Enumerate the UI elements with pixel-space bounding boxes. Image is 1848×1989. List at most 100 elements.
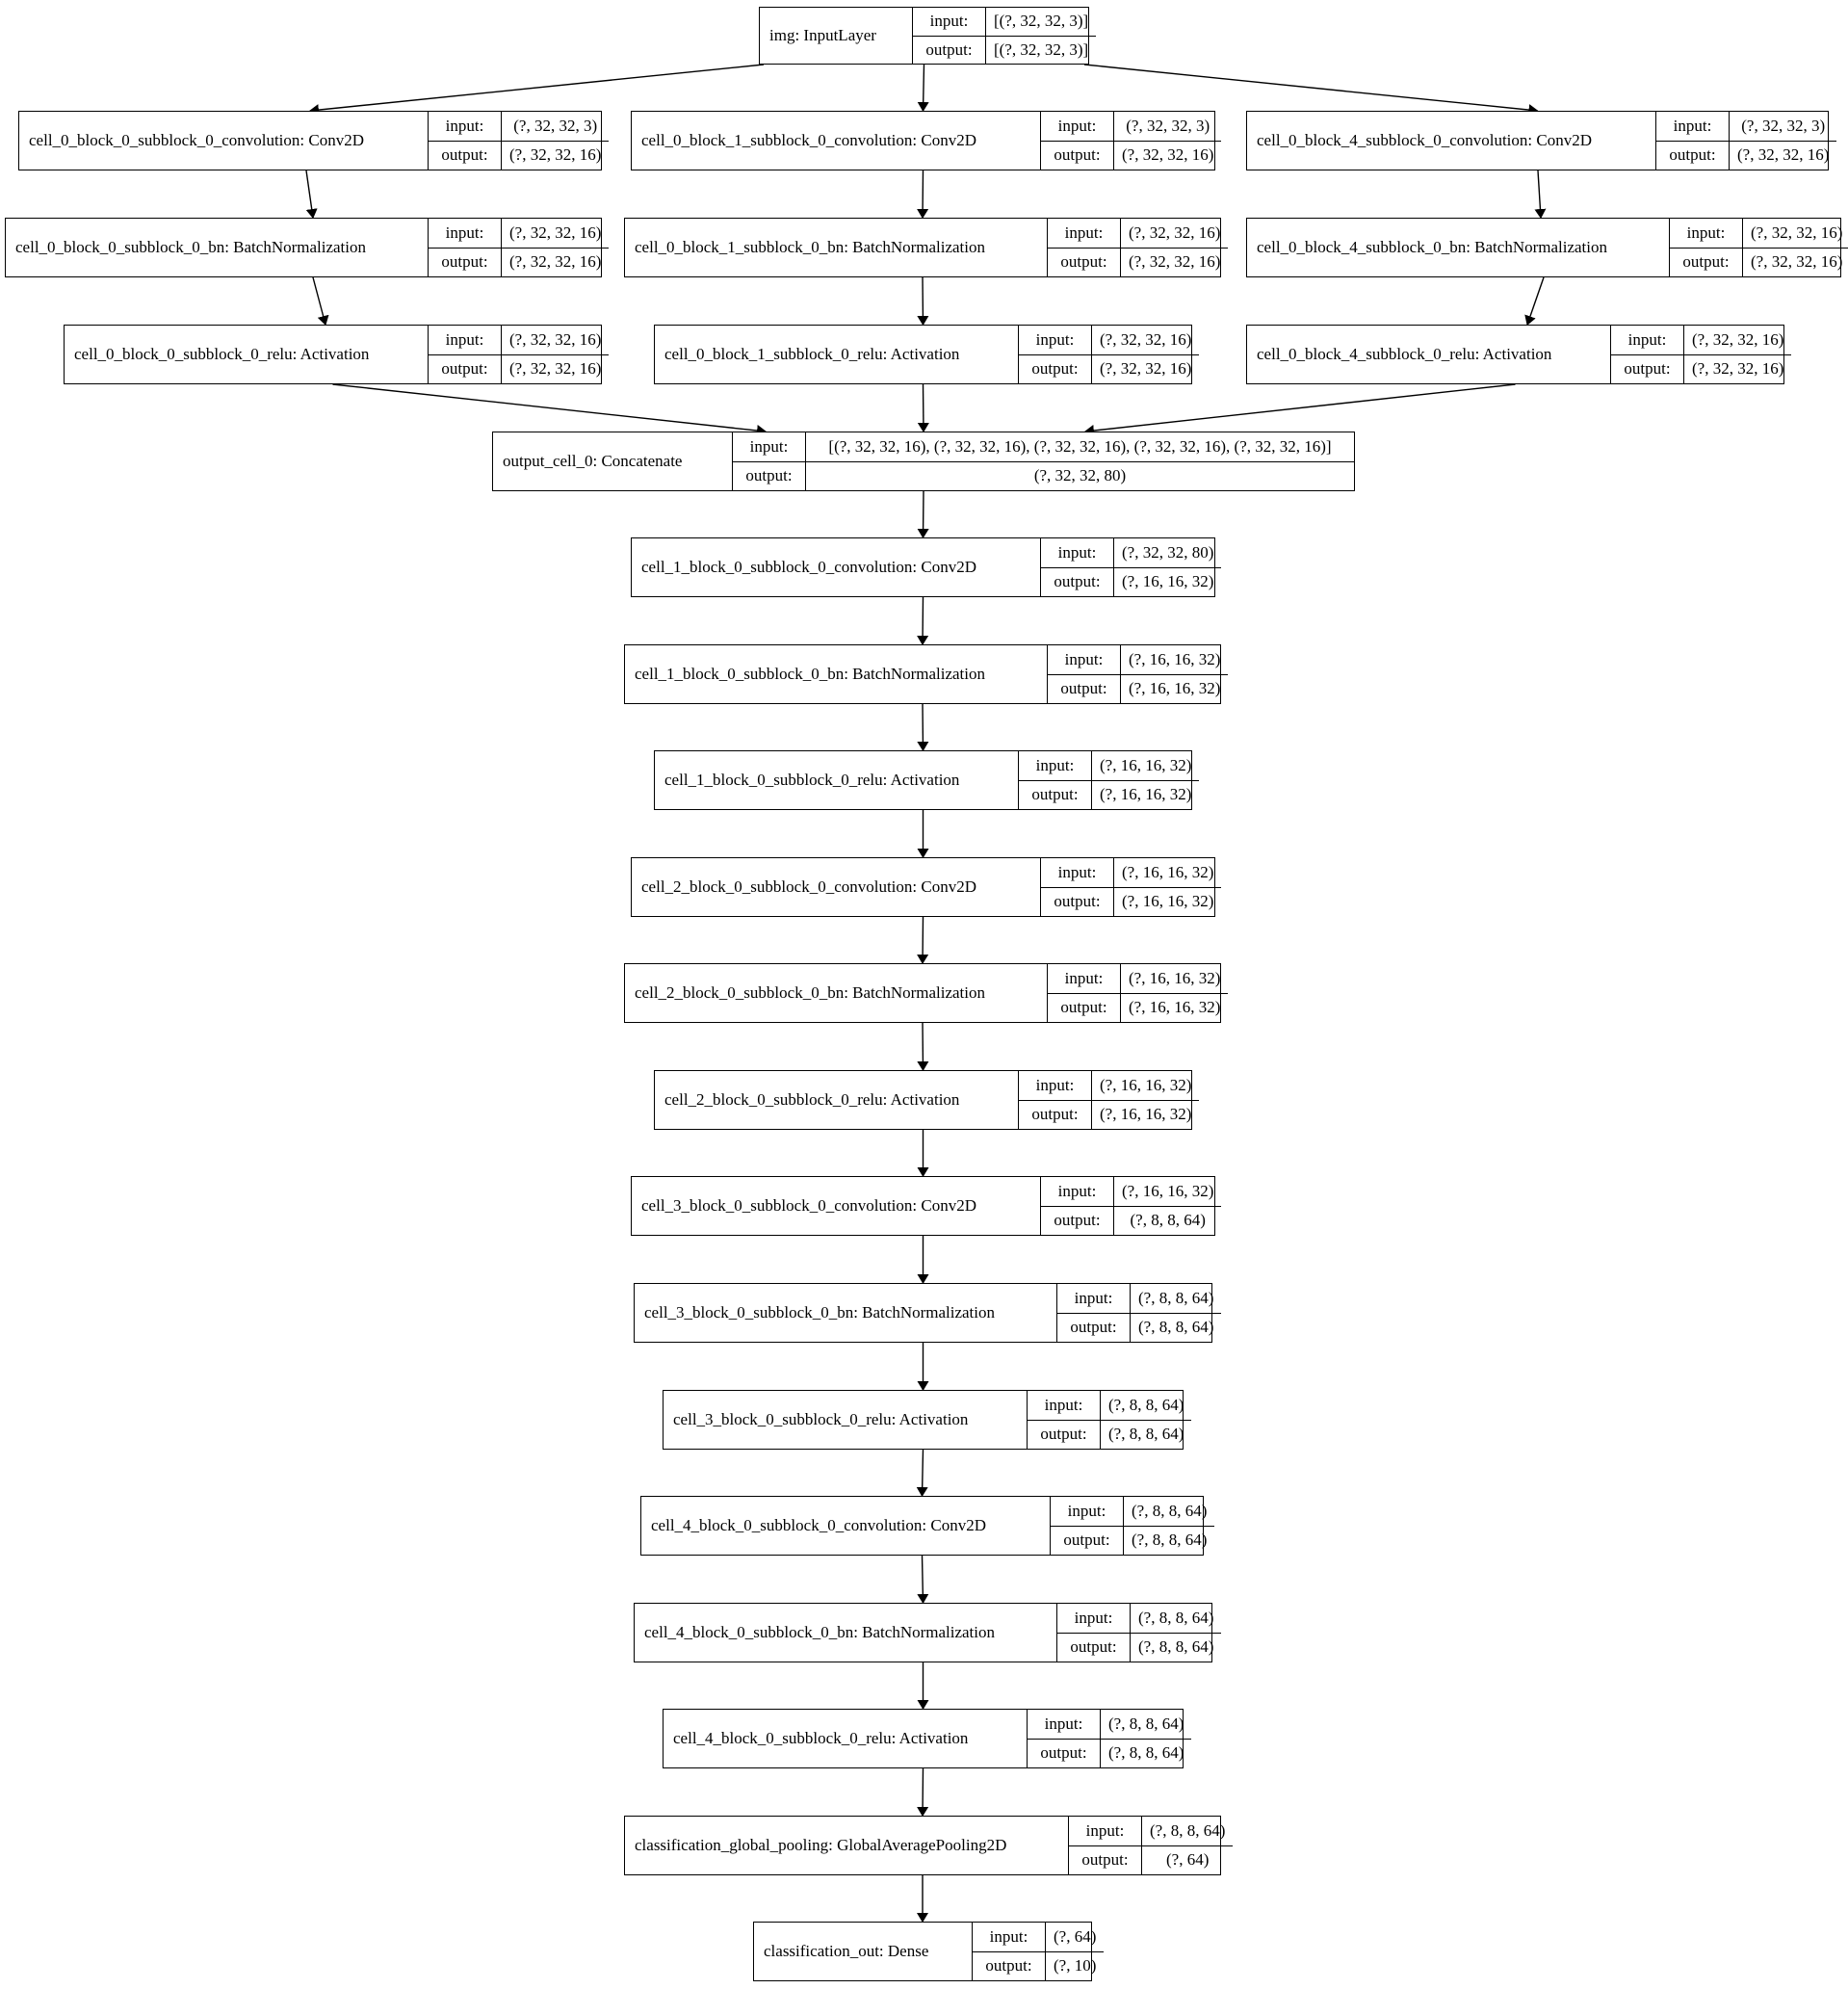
layer-node-c0b0conv: cell_0_block_0_subblock_0_convolution: C… [18,111,610,170]
output-label: output: [1670,247,1742,277]
edge-c3relu-to-c4conv [916,1449,928,1497]
layer-name: cell_0_block_0_subblock_0_convolution: C… [29,131,364,149]
output-label: output: [1019,353,1091,384]
output-label: output: [429,247,501,277]
layer-name: cell_0_block_0_subblock_0_bn: BatchNorma… [15,238,367,256]
output-shape: (?, 10) [1046,1950,1105,1981]
shape-values: (?, 32, 32, 80)(?, 16, 16, 32) [1113,538,1222,596]
layer-node-c1bn: cell_1_block_0_subblock_0_bn: BatchNorma… [624,644,1229,704]
port-labels: input:output: [428,112,501,170]
input-shape: (?, 32, 32, 80) [1122,542,1214,562]
layer-name: cell_0_block_1_subblock_0_convolution: C… [641,131,976,149]
input-label: input: [445,329,484,349]
input-shape: (?, 32, 32, 16) [1100,329,1192,349]
shape-values: (?, 32, 32, 16)(?, 32, 32, 16) [501,219,610,276]
port-labels: input:output: [732,432,805,490]
input-shape: (?, 32, 32, 16) [1692,329,1784,349]
edge-c0b4conv-to-c0b4bn [1534,170,1547,219]
output-shape: (?, 32, 32, 16) [502,140,610,170]
edge-c0b1bn-to-c0b1relu [917,276,929,326]
shape-values: (?, 16, 16, 32) (?, 16, 16, 32) [1120,964,1229,1023]
input-shape: (?, 8, 8, 64) [1138,1288,1214,1307]
shape-values: (?, 32, 32, 16)(?, 32, 32, 16) [1091,326,1200,383]
shape-values: (?, 8, 8, 64)(?, 8, 8, 64) [1100,1391,1192,1449]
layer-node-c0b4relu: cell_0_block_4_subblock_0_relu: Activati… [1246,325,1792,384]
shape-values: (?, 32, 32, 16)(?, 32, 32, 16) [1120,219,1229,276]
output-shape: (?, 8, 8, 64) [1131,1312,1222,1343]
shape-values: (?, 16, 16, 32)(?, 16, 16, 32) [1091,751,1200,809]
edge-c0b0conv-to-c0b0bn [305,170,318,219]
layer-node-c2relu: cell_2_block_0_subblock_0_relu: Activati… [654,1070,1200,1130]
input-label: input: [1085,1820,1125,1840]
input-shape: (?, 32, 32, 3) [1126,116,1210,135]
layer-name: cell_1_block_0_subblock_0_bn: BatchNorma… [635,665,986,683]
output-label: output: [1057,1312,1130,1343]
output-shape: (?, 32, 32, 16) [502,353,610,384]
input-label: input: [1057,1181,1097,1200]
shape-values: (?, 16, 16, 32)(?, 16, 16, 32) [1113,858,1222,916]
layer-name: cell_0_block_4_subblock_0_bn: BatchNorma… [1257,238,1608,256]
port-labels: input:output: [1047,219,1120,276]
input-shape: (?, 16, 16, 32) [1129,649,1221,668]
port-labels: input:output: [1040,858,1113,916]
input-label: input: [1057,116,1097,135]
shape-values: (?, 32, 32, 3)(?, 32, 32, 16) [501,112,610,170]
layer-name: cell_3_block_0_subblock_0_relu: Activati… [673,1410,969,1428]
layer-node-c0b0relu: cell_0_block_0_subblock_0_relu: Activati… [64,325,610,384]
output-shape: (?, 8, 8, 64) [1131,1632,1222,1662]
layer-name: cell_0_block_0_subblock_0_relu: Activati… [74,345,370,363]
input-label: input: [1064,968,1104,987]
port-labels: input:output: [1018,326,1091,383]
port-labels: input: output: [1056,1284,1130,1342]
input-shape: (?, 16, 16, 32) [1129,968,1221,987]
layer-name: cell_1_block_0_subblock_0_relu: Activati… [664,771,960,789]
layer-node-c3relu: cell_3_block_0_subblock_0_relu: Activati… [663,1390,1192,1450]
input-label: input: [1686,222,1726,242]
edge-c0b0bn-to-c0b0relu [312,276,329,326]
port-labels: input:output: [1040,112,1113,170]
layer-name: cell_4_block_0_subblock_0_relu: Activati… [673,1729,969,1747]
shape-values: (?, 32, 32, 16)(?, 32, 32, 16) [1742,219,1848,276]
input-shape: [(?, 32, 32, 3)] [994,12,1089,31]
input-label: input: [1064,649,1104,668]
output-label: output: [1048,992,1120,1023]
input-shape: (?, 8, 8, 64) [1108,1714,1184,1733]
port-labels: input: output: [1047,645,1120,703]
layer-node-c2conv: cell_2_block_0_subblock_0_convolution: C… [631,857,1222,917]
input-shape: (?, 32, 32, 16) [1129,222,1221,242]
output-label: output: [1069,1845,1141,1875]
port-labels: input: output: [1068,1817,1141,1874]
port-labels: input:output: [1027,1710,1100,1767]
shape-values: (?, 16, 16, 32)(?, 8, 8, 64) [1113,1177,1222,1236]
layer-name: cell_3_block_0_subblock_0_bn: BatchNorma… [644,1303,996,1322]
layer-node-c0b1bn: cell_0_block_1_subblock_0_bn: BatchNorma… [624,218,1229,277]
input-label: input: [1067,1501,1106,1520]
output-shape: (?, 16, 16, 32) [1121,992,1229,1023]
output-shape: [(?, 32, 32, 3)] [986,35,1097,65]
input-label: input: [1057,542,1097,562]
layer-node-c3conv: cell_3_block_0_subblock_0_convolution: C… [631,1176,1222,1236]
edge-c1conv-to-c1bn [917,596,929,645]
input-shape: (?, 32, 32, 16) [509,222,602,242]
port-labels: input:output: [1040,1177,1113,1235]
edge-c0b4bn-to-c0b4relu [1524,276,1545,326]
layer-node-c2bn: cell_2_block_0_subblock_0_bn: BatchNorma… [624,963,1229,1023]
input-shape: (?, 16, 16, 32) [1122,862,1214,881]
edge-c0b0relu-to-concat [332,383,767,436]
port-labels: input:output: [1050,1497,1123,1555]
output-label: output: [1048,673,1120,704]
layer-node-gap: classification_global_pooling: GlobalAve… [624,1816,1234,1875]
input-label: input: [1074,1288,1113,1307]
edge-c1bn-to-c1relu [917,703,929,751]
edge-c0b1conv-to-c0b1bn [917,170,929,219]
input-label: input: [929,12,969,31]
input-shape: (?, 32, 32, 16) [1751,222,1843,242]
input-label: input: [1044,1714,1083,1733]
port-labels: input:output: [1056,1604,1130,1662]
layer-node-c0b1relu: cell_0_block_1_subblock_0_relu: Activati… [654,325,1200,384]
edge-c4relu-to-gap [917,1767,929,1817]
layer-name: cell_0_block_4_subblock_0_relu: Activati… [1257,345,1552,363]
output-shape: (?, 8, 8, 64) [1114,1205,1222,1236]
